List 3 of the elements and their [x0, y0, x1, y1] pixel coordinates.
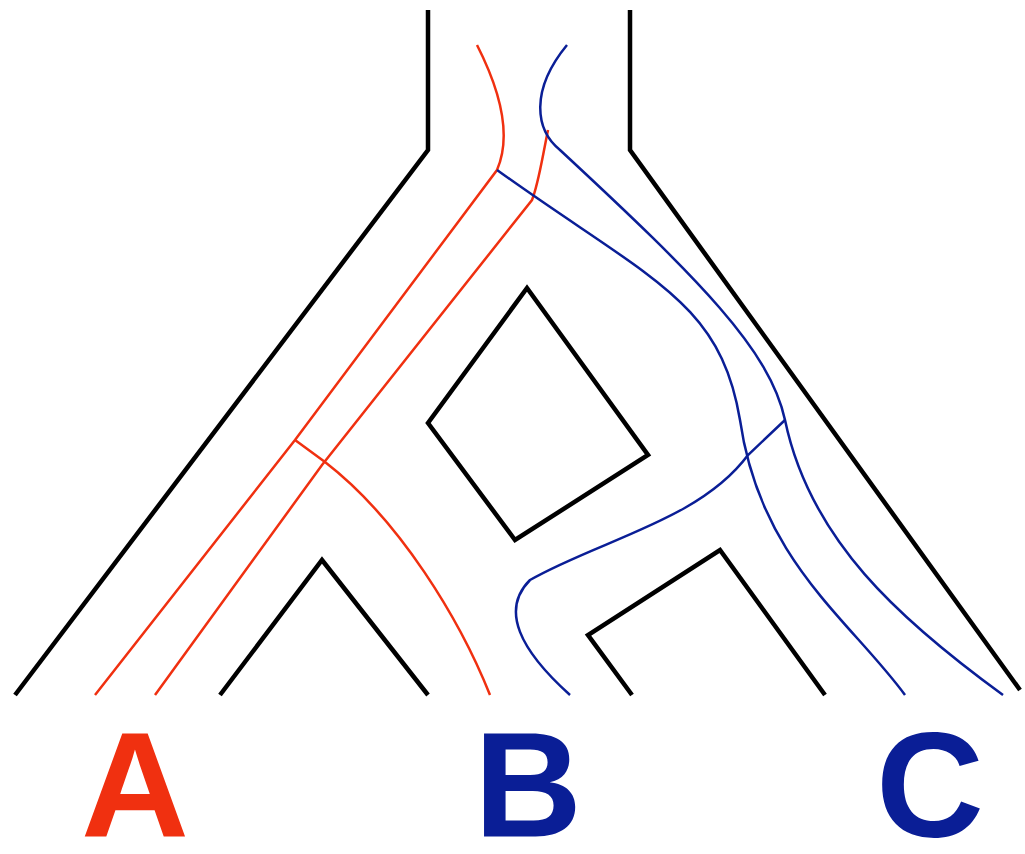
letter-label: C [882, 732, 980, 838]
letter-label: A [84, 733, 186, 837]
letter-label: B [484, 733, 576, 837]
